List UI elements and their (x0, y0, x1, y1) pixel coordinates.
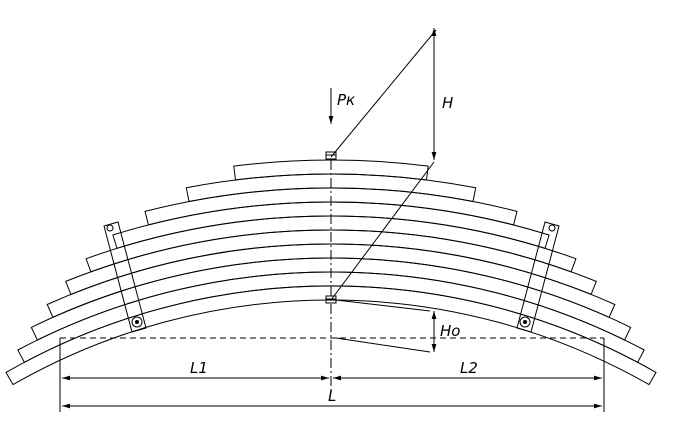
ho-line-upper (335, 299, 431, 312)
right-shackle (516, 221, 560, 333)
center-bolt-top (325, 151, 337, 160)
load-label: Pк (337, 91, 355, 109)
left-span-label: L1 (190, 359, 208, 377)
ho-label: Ho (440, 322, 460, 340)
spring-leaves (5, 159, 657, 386)
left-shackle (103, 221, 147, 333)
ho-line-lower (335, 337, 431, 353)
total-span-label: L (328, 387, 336, 405)
right-span-label: L2 (460, 359, 478, 377)
height-label: H (442, 94, 453, 112)
construction-line-lower (330, 161, 435, 301)
construction-line-upper (330, 29, 437, 158)
spring-leaf (233, 159, 429, 181)
